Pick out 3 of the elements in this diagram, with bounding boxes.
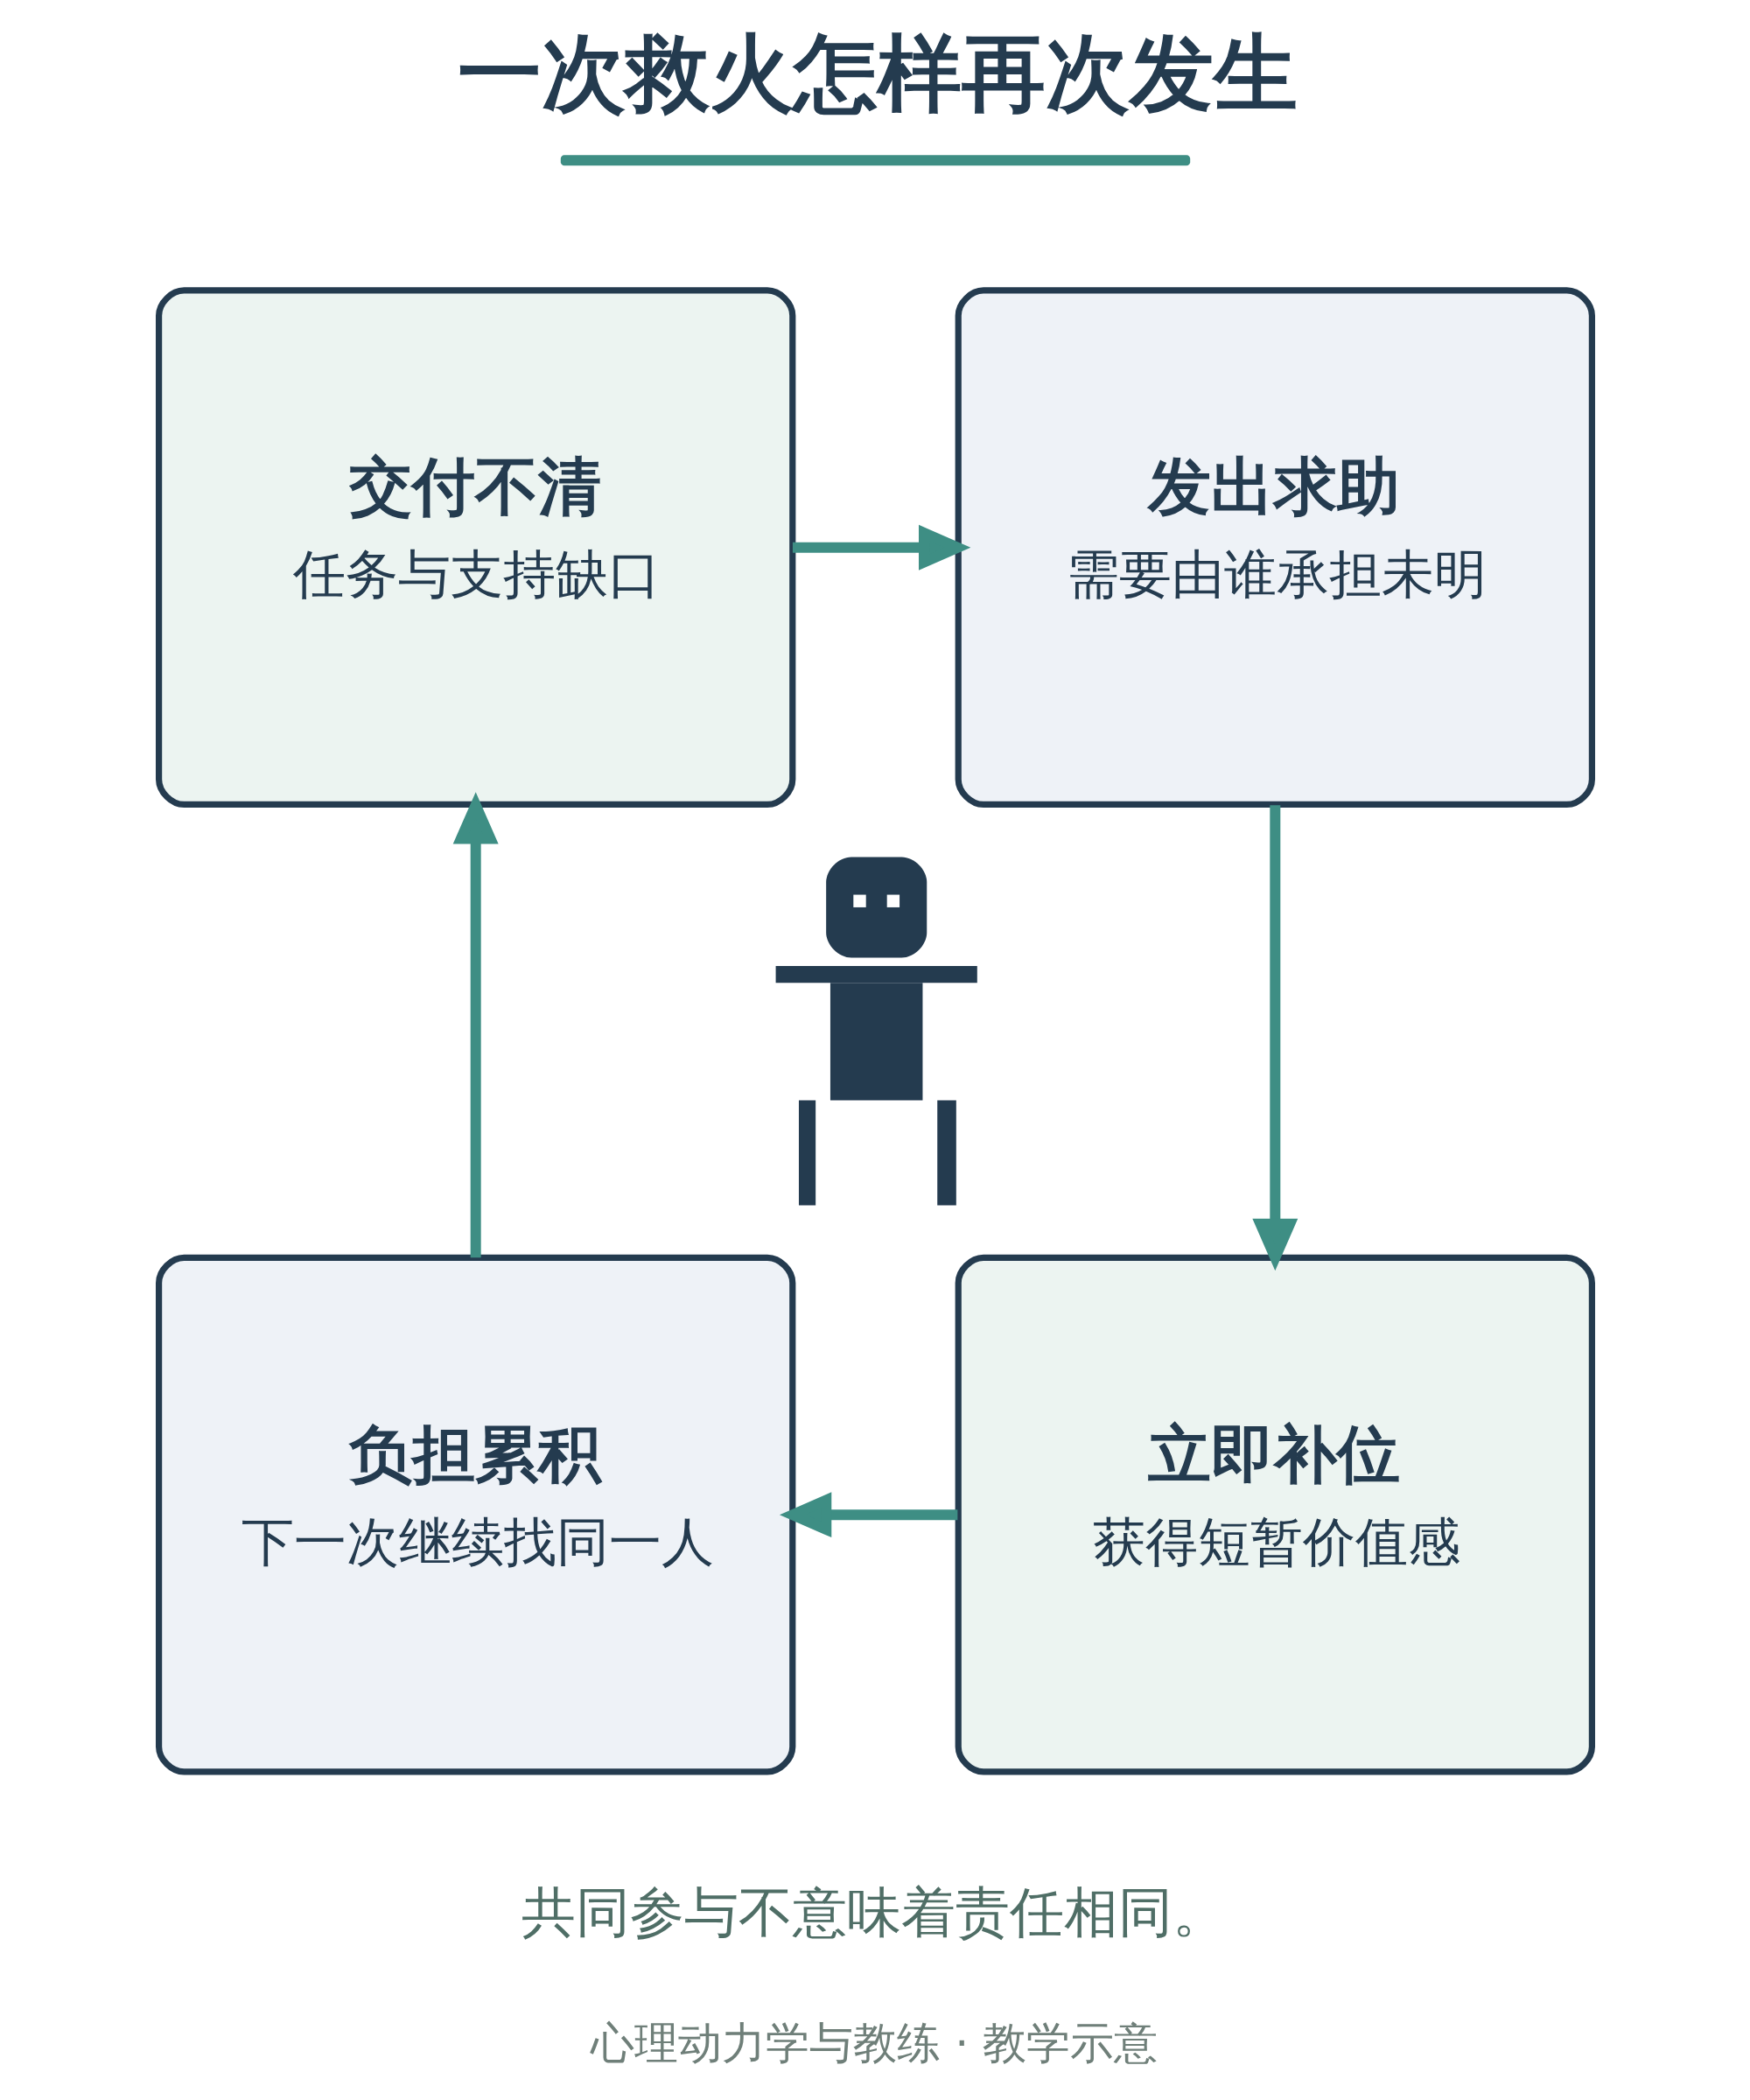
label: 共同参与不意味着责任相同。 — [521, 1880, 1227, 1944]
diagram-title: 一次救火怎样再次发生 — [457, 24, 1298, 123]
label: 心理动力学与教练 · 教学示意 — [590, 2016, 1158, 2068]
